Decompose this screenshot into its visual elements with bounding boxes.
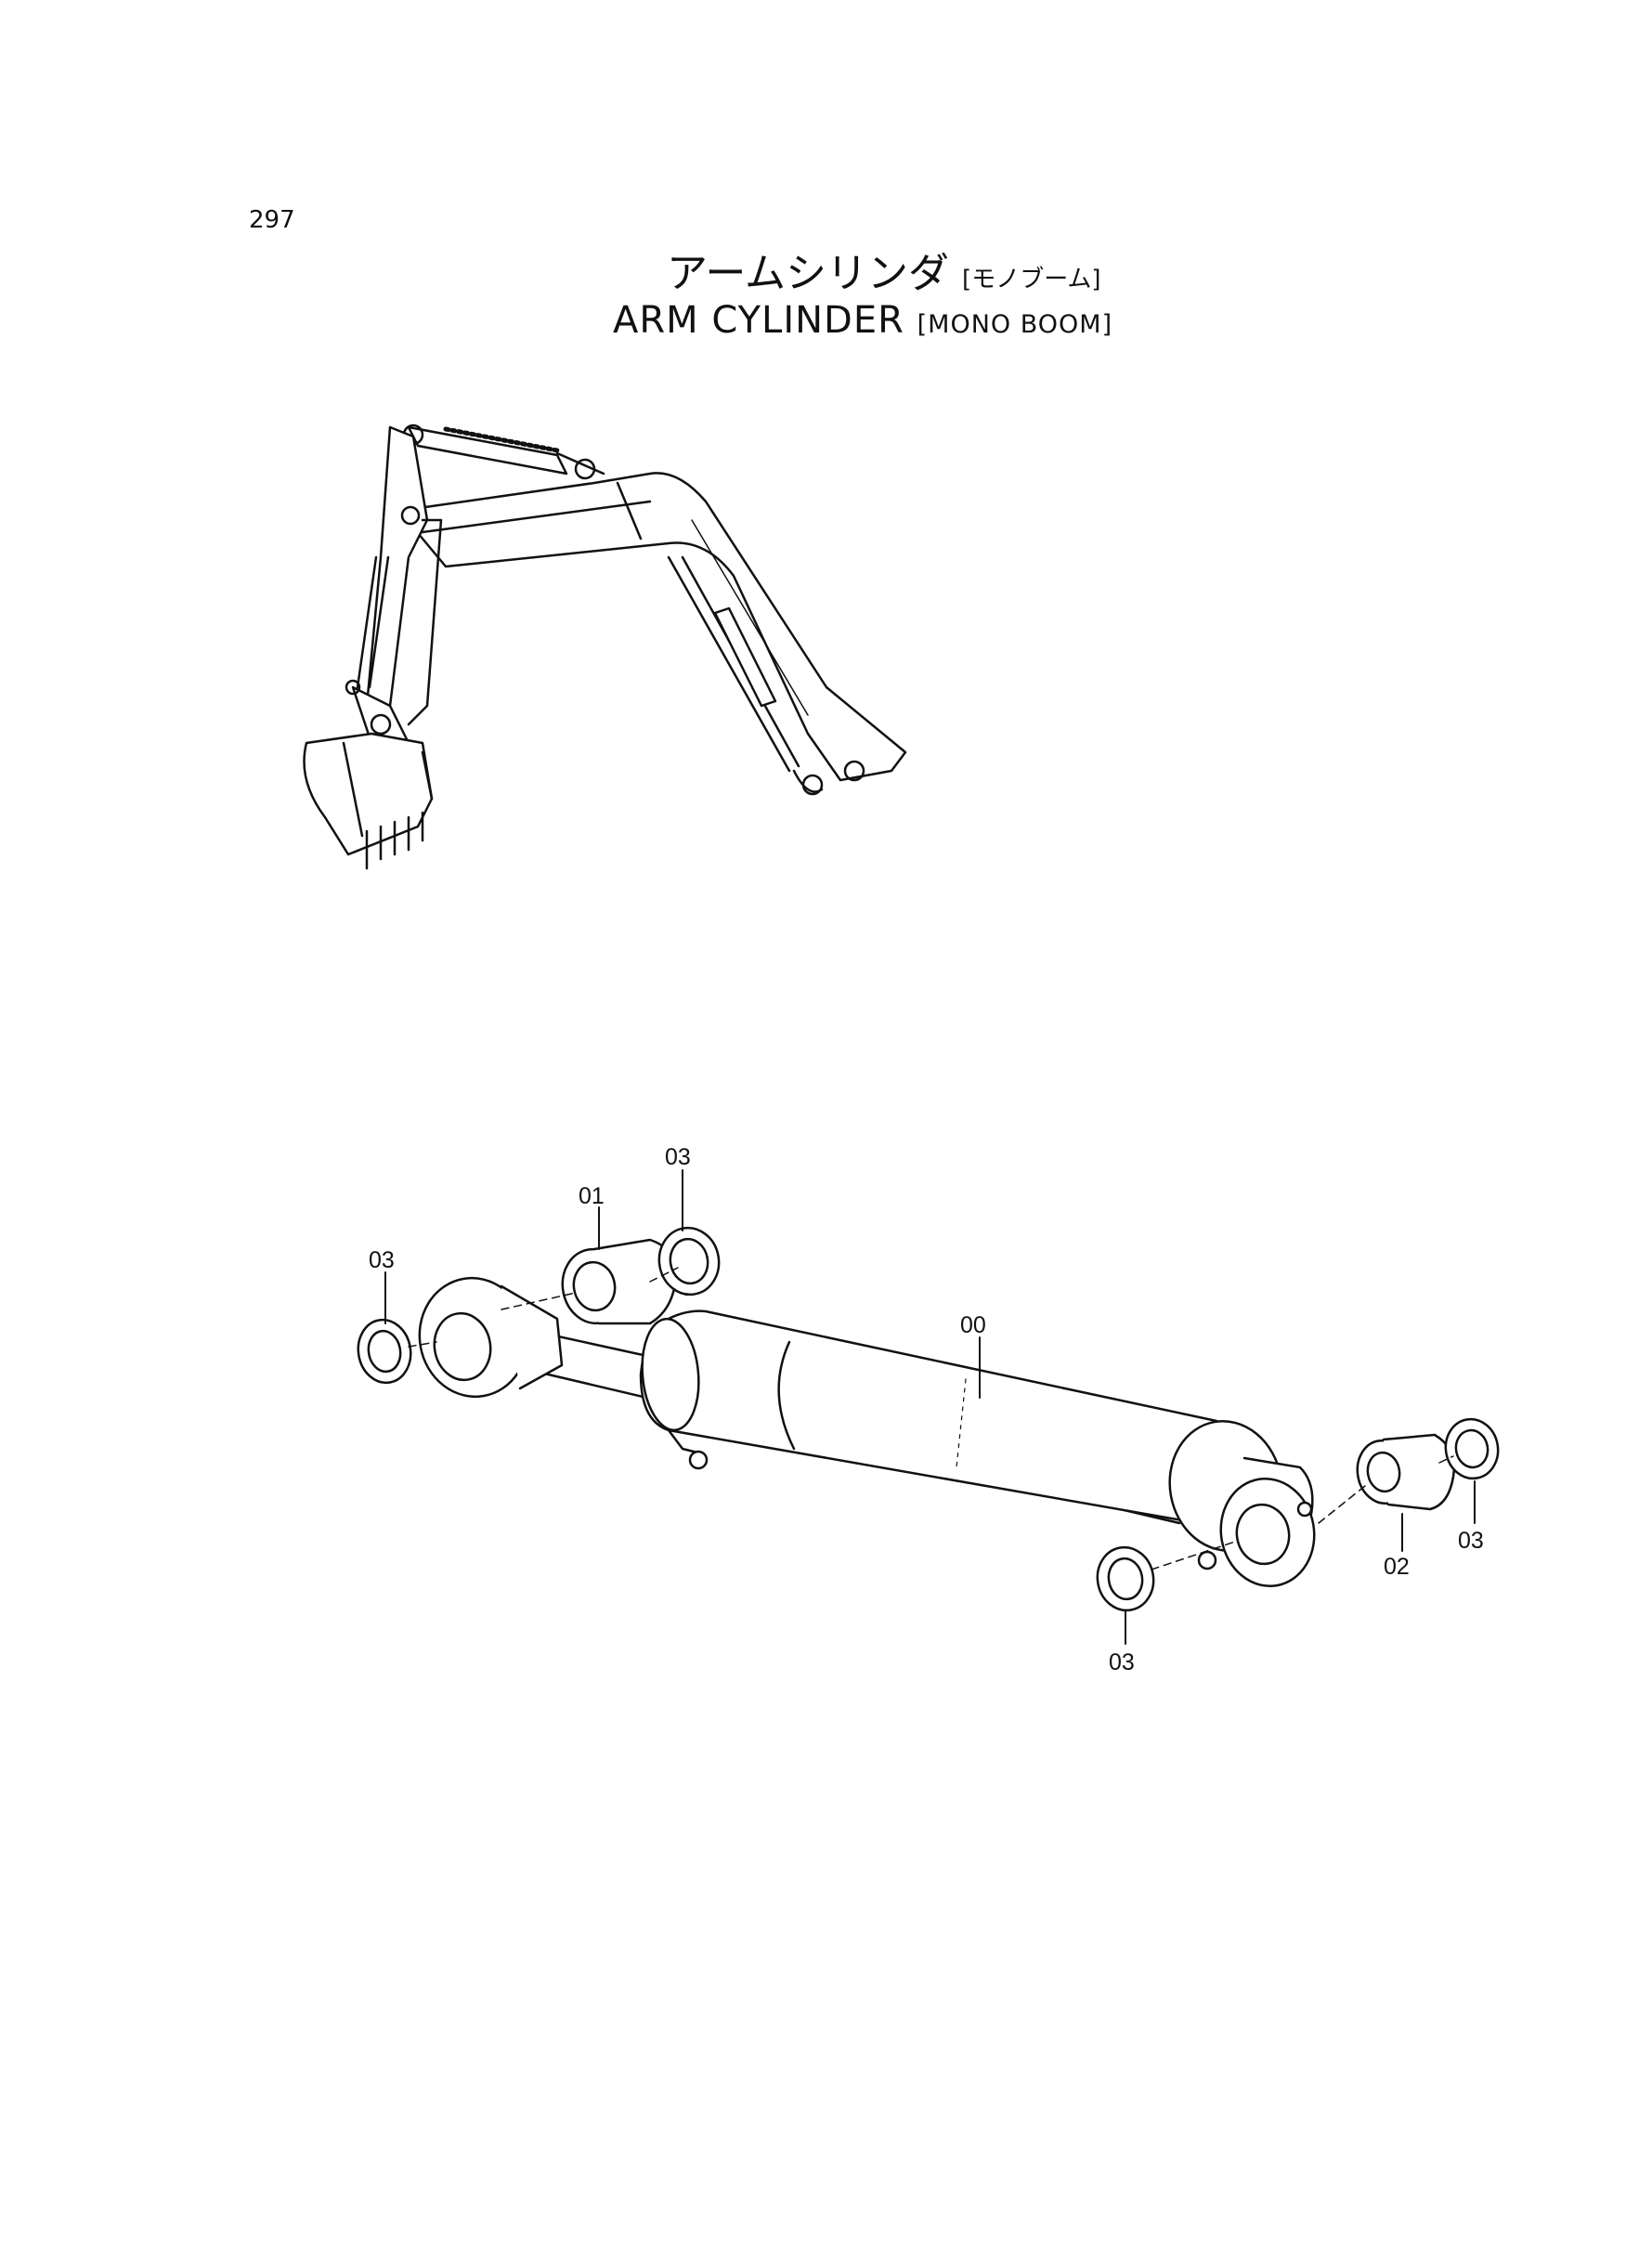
leader-lines xyxy=(384,1169,1476,1645)
callout-03-left: 03 xyxy=(369,1247,395,1273)
title-jp-main: アームシリンダ xyxy=(667,250,950,297)
page-number: 297 xyxy=(249,206,295,234)
arm-cylinder-exploded-view xyxy=(357,1169,1500,1645)
cylinder-tube xyxy=(639,1309,1218,1525)
title-en-sub: [MONO BOOM] xyxy=(917,310,1113,339)
callout-03-top: 03 xyxy=(665,1144,691,1170)
dust-seal-03-right xyxy=(1444,1417,1500,1480)
callout-01: 01 xyxy=(579,1183,605,1209)
cylinder-bottom-eye xyxy=(1168,1420,1316,1588)
callout-03-bottom: 03 xyxy=(1109,1649,1135,1675)
title-jp-sub: [モノブーム] xyxy=(962,266,1101,293)
title-en-main: ARM CYLINDER xyxy=(613,299,904,342)
callout-03-right: 03 xyxy=(1458,1528,1484,1554)
callout-00: 00 xyxy=(960,1312,986,1338)
title-english: ARM CYLINDER [MONO BOOM] xyxy=(613,299,1112,342)
bushing-01 xyxy=(561,1238,678,1325)
callout-02: 02 xyxy=(1384,1554,1410,1580)
dust-seal-03-left xyxy=(357,1318,412,1385)
dust-seal-03-bottom xyxy=(1096,1545,1155,1612)
title-japanese: アームシリンダ [モノブーム] xyxy=(667,240,1101,299)
excavator-attachment-illustration xyxy=(303,423,907,870)
rod-eye xyxy=(418,1276,564,1399)
bushing-02 xyxy=(1356,1433,1456,1511)
